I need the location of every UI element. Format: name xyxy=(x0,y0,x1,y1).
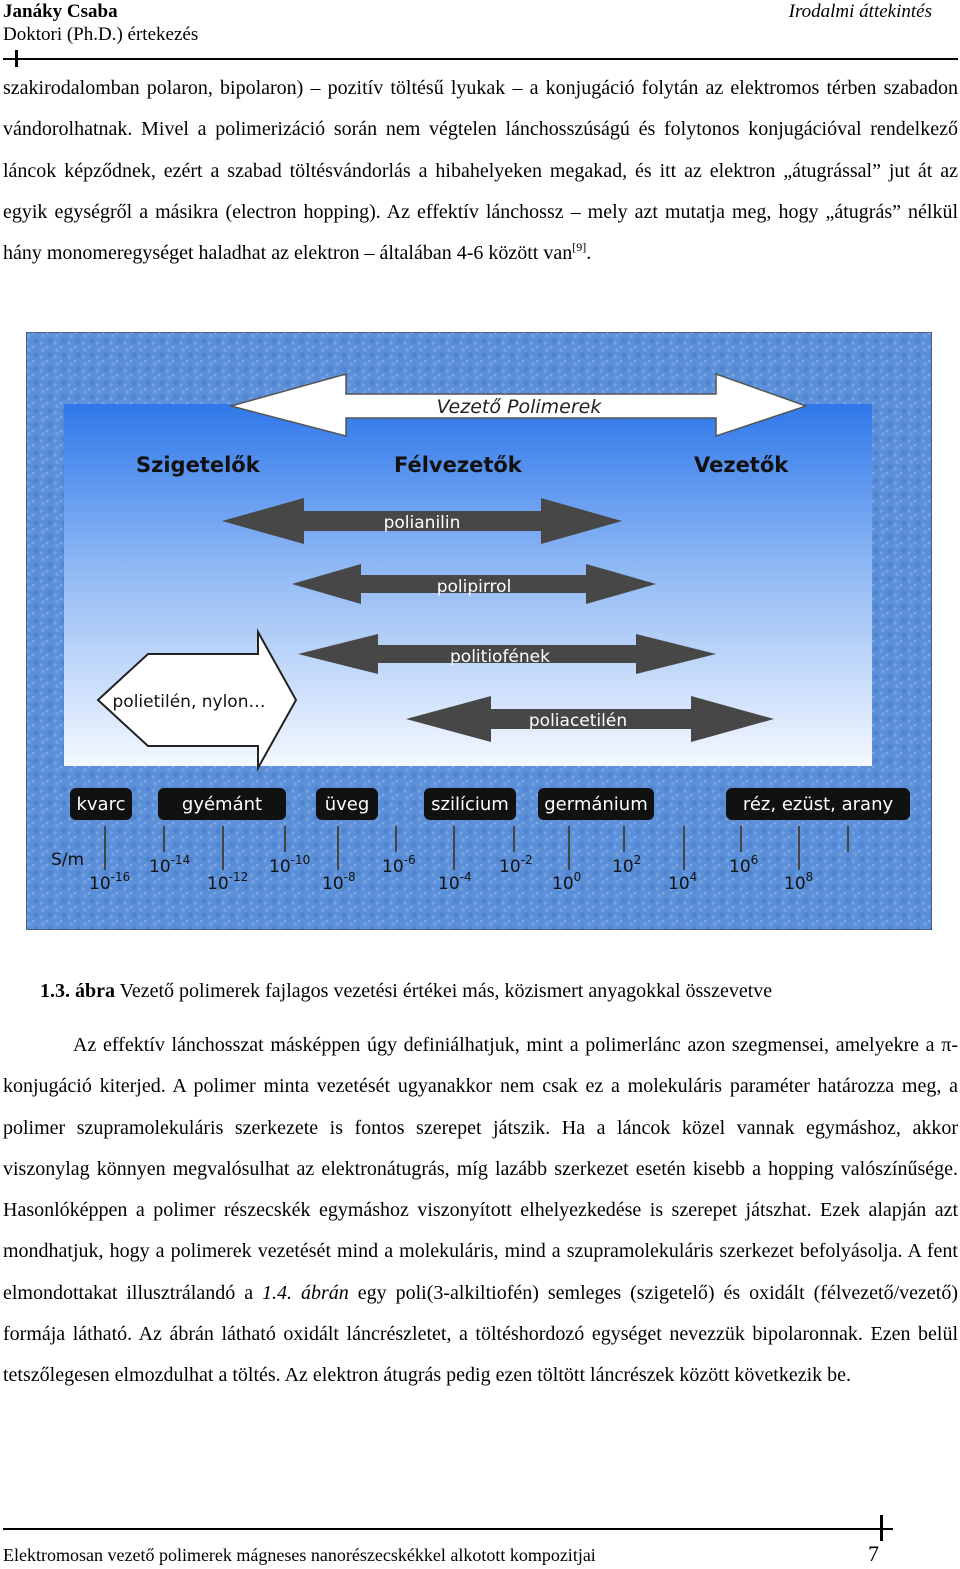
polymer-polianilin: polianilin xyxy=(384,513,461,533)
unit-label: S/m xyxy=(51,850,84,870)
paragraph-text: -konjugáció kiterjed. A polimer minta ve… xyxy=(3,1034,958,1304)
polianilin-arrow xyxy=(222,498,622,544)
tick-base: 10 xyxy=(499,857,521,877)
tick-exponent: 0 xyxy=(574,870,582,884)
paragraph-text: Az effektív lánchosszat másképpen úgy de… xyxy=(73,1034,942,1056)
category-semiconductors: Félvezetők xyxy=(394,453,523,477)
tick-exponent: 4 xyxy=(690,870,698,884)
poliacetilen-arrow xyxy=(406,696,774,742)
header-section: Irodalmi áttekintés xyxy=(788,1,932,22)
svg-text:10-4: 10-4 xyxy=(438,870,472,894)
material-uveg: üveg xyxy=(325,794,370,815)
tick-exponent: -16 xyxy=(111,870,131,884)
tick-base: 10 xyxy=(612,857,634,877)
paragraph-text: egy poli(3-alkiltiofén) semleges (sziget… xyxy=(3,1281,958,1387)
page-header: Janáky Csaba Doktori (Ph.D.) értekezés xyxy=(3,0,198,46)
tick-exponent: 6 xyxy=(751,853,759,867)
caption-text: Vezető polimerek fajlagos vezetési érték… xyxy=(115,980,773,1002)
tick-exponent: -4 xyxy=(460,870,472,884)
arrow-label-conductive-polymers: Vezető Polimerek xyxy=(437,396,603,418)
body-paragraph-top: szakirodalomban polaron, bipolaron) – po… xyxy=(3,68,958,274)
svg-text:104: 104 xyxy=(668,870,697,894)
polymer-politiofenek: politiofének xyxy=(450,647,550,667)
paragraph-end: . xyxy=(586,242,592,265)
material-gyemant: gyémánt xyxy=(182,794,262,815)
svg-text:10-8: 10-8 xyxy=(322,870,356,894)
tick-exponent: 8 xyxy=(806,870,814,884)
footer-title: Elektromosan vezető polimerek mágneses n… xyxy=(3,1545,596,1565)
politiofenek-arrow xyxy=(298,634,716,674)
footer-rule xyxy=(3,1528,893,1530)
header-author: Janáky Csaba xyxy=(3,1,118,22)
material-box xyxy=(424,788,516,820)
tick-base: 10 xyxy=(729,857,751,877)
figure-svg: Vezető Polimerek Szigetelők Félvezetők V… xyxy=(25,331,933,931)
figure-reference: 1.4. ábrán xyxy=(262,1281,349,1304)
material-box xyxy=(316,788,378,820)
tick-base: 10 xyxy=(89,874,111,894)
svg-text:10-10: 10-10 xyxy=(269,853,310,877)
tick-exponent: -10 xyxy=(291,853,311,867)
svg-text:10-2: 10-2 xyxy=(499,853,533,877)
tick-base: 10 xyxy=(269,857,291,877)
conductivity-figure: Vezető Polimerek Szigetelők Félvezetők V… xyxy=(25,331,933,931)
scale-lower: 10-16 10-12 10-8 10-4 100 104 108 xyxy=(89,870,813,894)
svg-text:102: 102 xyxy=(612,853,641,877)
tick-base: 10 xyxy=(552,874,574,894)
tick-base: 10 xyxy=(668,874,690,894)
svg-text:106: 106 xyxy=(729,853,758,877)
polymer-polietilen-nylon: polietilén, nylon… xyxy=(113,692,266,712)
scale-upper: 10-14 10-10 10-6 10-2 102 106 xyxy=(149,853,758,877)
header-rule-tick xyxy=(15,50,18,67)
header-degree: Doktori (Ph.D.) értekezés xyxy=(3,24,199,45)
material-germanium: germánium xyxy=(544,794,648,815)
tick-exponent: -8 xyxy=(344,870,356,884)
svg-text:10-12: 10-12 xyxy=(207,870,248,894)
citation-ref: [9] xyxy=(572,240,587,255)
svg-text:10-16: 10-16 xyxy=(89,870,130,894)
tick-exponent: -6 xyxy=(404,853,416,867)
page-number: 7 xyxy=(868,1541,879,1566)
pi-symbol: π xyxy=(941,1034,952,1056)
category-conductors: Vezetők xyxy=(694,453,789,477)
polymer-polipirrol: polipirrol xyxy=(437,577,512,597)
scale-ticks xyxy=(104,826,849,870)
svg-text:108: 108 xyxy=(784,870,813,894)
svg-text:10-14: 10-14 xyxy=(149,853,190,877)
polipirrol-arrow xyxy=(292,564,656,604)
figure-caption: 1.3. ábra Vezető polimerek fajlagos veze… xyxy=(40,980,772,1003)
material-box xyxy=(158,788,286,820)
tick-base: 10 xyxy=(784,874,806,894)
tick-exponent: -14 xyxy=(171,853,191,867)
header-rule xyxy=(3,58,958,60)
body-paragraph-bottom: Az effektív lánchosszat másképpen úgy de… xyxy=(3,1025,958,1397)
footer-rule-tick xyxy=(880,1515,883,1541)
tick-exponent: -2 xyxy=(521,853,533,867)
tick-base: 10 xyxy=(149,857,171,877)
tick-exponent: -12 xyxy=(229,870,249,884)
category-insulators: Szigetelők xyxy=(136,453,261,477)
tick-exponent: 2 xyxy=(634,853,642,867)
polietilen-arrow xyxy=(96,628,298,772)
conductive-polymers-arrow xyxy=(228,372,809,438)
material-rez-ezust-arany: réz, ezüst, arany xyxy=(743,794,894,815)
material-box xyxy=(70,788,132,820)
svg-text:100: 100 xyxy=(552,870,581,894)
polymer-poliacetilen: poliacetilén xyxy=(529,711,627,731)
material-kvarc: kvarc xyxy=(76,794,125,815)
paragraph-text: szakirodalomban polaron, bipolaron) – po… xyxy=(3,77,958,265)
svg-text:10-6: 10-6 xyxy=(382,853,416,877)
material-szilicium: szilícium xyxy=(431,794,509,815)
tick-base: 10 xyxy=(438,874,460,894)
tick-base: 10 xyxy=(322,874,344,894)
material-box xyxy=(538,788,654,820)
caption-number: 1.3. ábra xyxy=(40,980,115,1002)
material-boxes: kvarc gyémánt üveg szilícium germánium r… xyxy=(70,788,910,820)
tick-base: 10 xyxy=(382,857,404,877)
tick-base: 10 xyxy=(207,874,229,894)
material-box xyxy=(726,788,910,820)
